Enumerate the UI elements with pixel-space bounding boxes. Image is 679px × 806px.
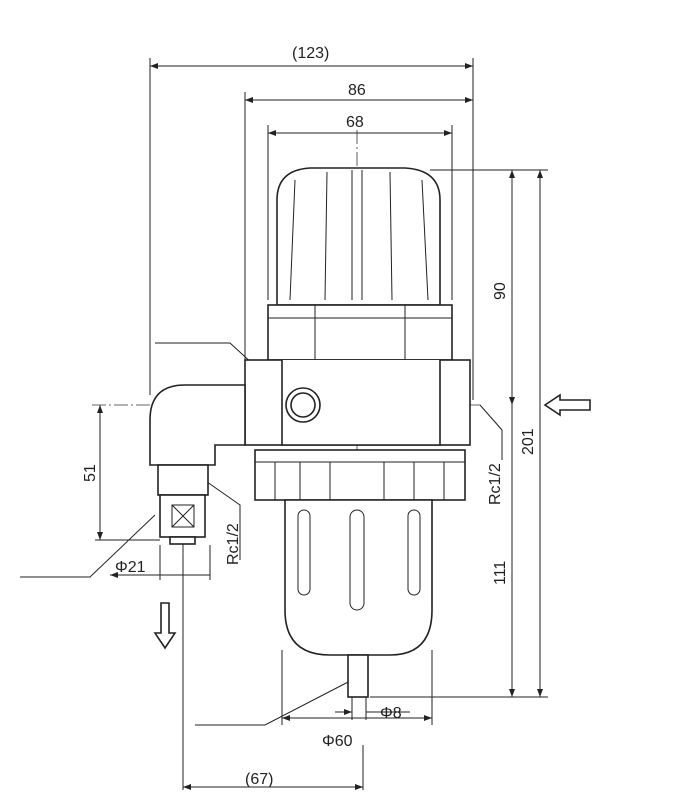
dim-total-height: 201 [520, 428, 537, 455]
dim-body-width: 86 [348, 82, 366, 99]
drain-elbow [149, 384, 246, 545]
drain-arrow-icon [153, 602, 177, 650]
dim-drain-distance: (67) [245, 771, 273, 788]
dim-upper-height: 90 [492, 282, 509, 300]
dim-drain-offset: 51 [82, 464, 99, 482]
dim-overall-width: (123) [292, 45, 329, 62]
inlet-arrow-icon [543, 393, 591, 417]
filter-body [244, 167, 471, 698]
label-port-right: Rc1/2 [487, 463, 504, 505]
dim-bowl-diameter: Φ60 [322, 733, 353, 750]
label-port-left: Rc1/2 [225, 523, 242, 565]
dim-lower-height: 111 [492, 561, 509, 585]
dim-bowl-width: 68 [346, 114, 364, 131]
dim-drain-diameter: Φ21 [115, 559, 146, 576]
dim-bottom-drain: Φ8 [380, 705, 402, 722]
